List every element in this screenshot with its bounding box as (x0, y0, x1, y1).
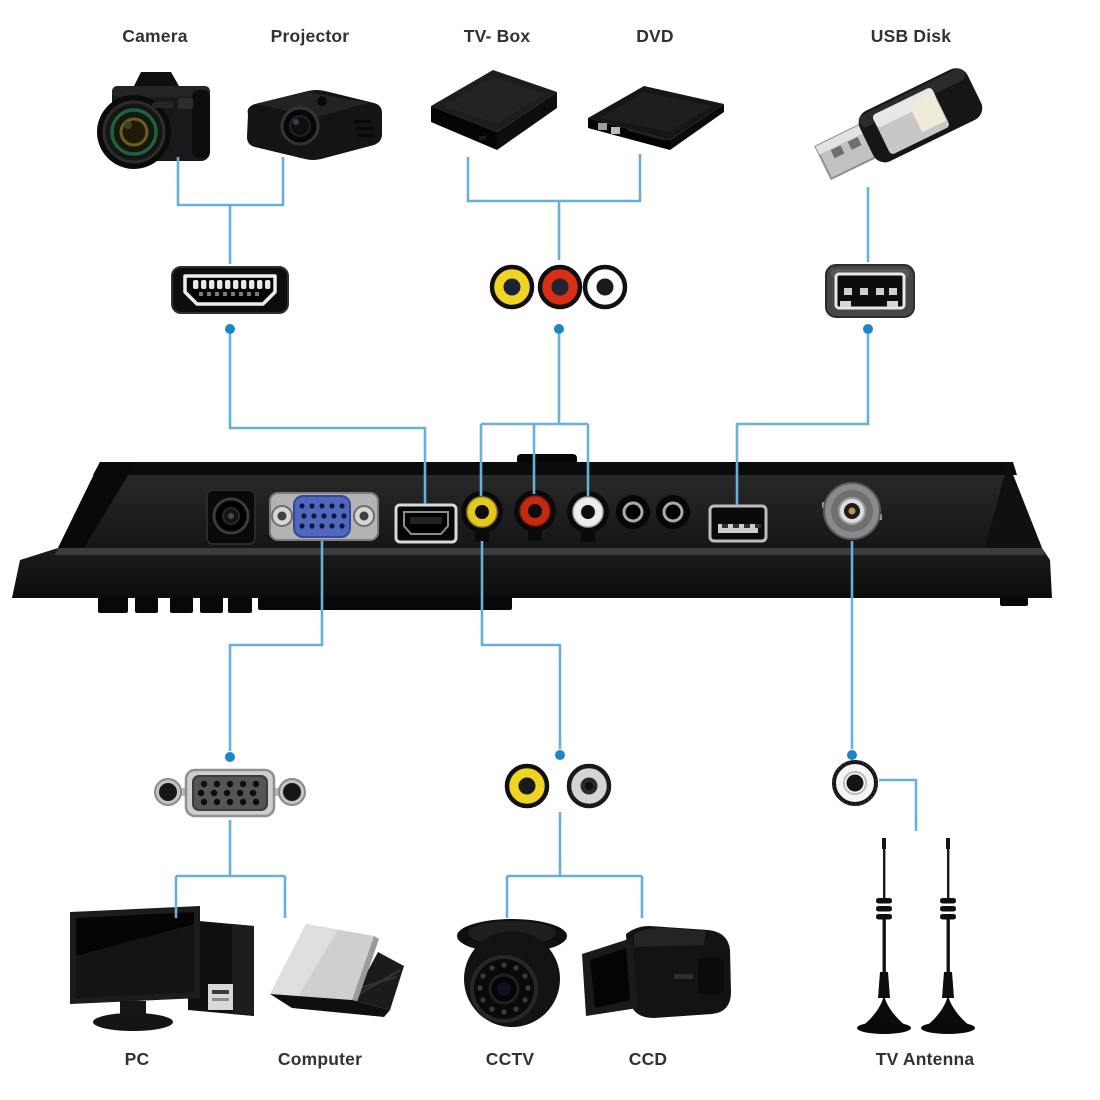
vga-port (269, 492, 379, 541)
rca-yellow-icon (489, 264, 535, 310)
desktop-pc-icon (70, 906, 254, 1031)
rca-white-icon (566, 763, 612, 809)
hdmi-port (394, 503, 458, 544)
audio-jack (656, 495, 690, 529)
label-usb-disk: USB Disk (870, 26, 952, 46)
label-tv-antenna: TV Antenna (875, 1049, 975, 1069)
usb-port (708, 504, 768, 543)
rca-yellow-icon (504, 763, 550, 809)
tv-box-icon (431, 70, 557, 150)
dslr-camera-icon (97, 72, 210, 169)
usb-socket-icon (825, 264, 915, 318)
rca-red-icon (537, 264, 583, 310)
panel-feet (98, 596, 1028, 613)
rca-white-port (567, 491, 609, 542)
wire-jack-to-antenna (879, 778, 918, 831)
label-pc: PC (124, 1049, 150, 1069)
dc-power-jack (206, 489, 256, 545)
vga-plug-icon (154, 768, 306, 818)
label-projector: Projector (270, 26, 350, 46)
rca-white-icon (832, 760, 878, 806)
laptop-icon (270, 924, 404, 1017)
rca-trio-icon (489, 264, 628, 310)
bnc-port (822, 482, 882, 540)
rca-yellow-port (461, 491, 503, 542)
panel-base (12, 548, 1052, 598)
magnetic-antenna-icon (921, 838, 975, 1034)
rca-white-icon (582, 264, 628, 310)
audio-jack (616, 495, 650, 529)
label-dvd: DVD (636, 26, 674, 46)
rca-red-port (514, 490, 556, 541)
usb-flash-drive-icon (814, 68, 983, 181)
dvd-drive-icon (588, 86, 724, 150)
magnetic-antenna-icon (857, 838, 911, 1034)
label-computer: Computer (277, 1049, 363, 1069)
wire-avduo-to-cctv-ccd (505, 812, 644, 918)
dome-camera-icon (457, 919, 567, 1027)
label-camera: Camera (122, 26, 188, 46)
label-cctv: CCTV (485, 1049, 535, 1069)
monitor-back-panel (12, 454, 1052, 613)
label-tv-box: TV- Box (463, 26, 531, 46)
hdmi-plug-icon (171, 266, 289, 314)
wire-tvbox-dvd-to-av (466, 154, 642, 260)
label-ccd: CCD (628, 1049, 668, 1069)
projector-icon (247, 90, 382, 160)
rca-duo-icon (504, 763, 612, 809)
camcorder-icon (582, 926, 731, 1018)
